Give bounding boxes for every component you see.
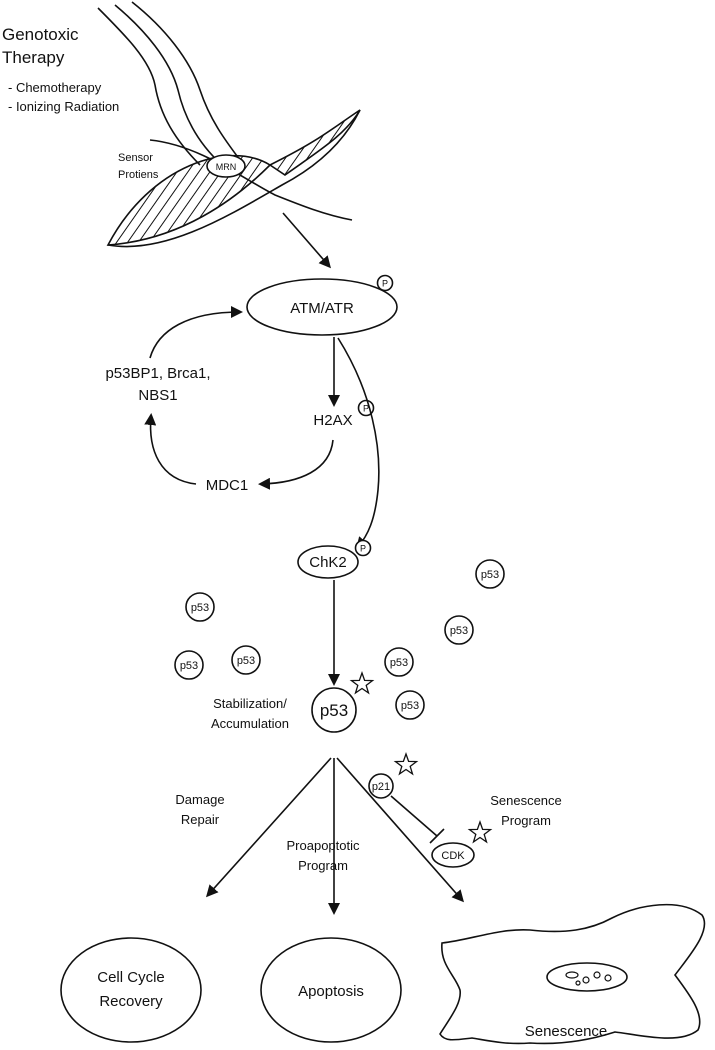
mrn-label: MRN xyxy=(216,162,237,172)
p53-molecule xyxy=(395,690,425,720)
therapy-title-line1: Genotoxic xyxy=(2,25,79,44)
stabilization-label-line1: Stabilization/ xyxy=(213,696,287,711)
h2ax-label: H2AX xyxy=(313,412,352,429)
p53bp1-label-line1: p53BP1, Brca1, xyxy=(105,365,210,382)
cdk-star-icon xyxy=(467,820,493,844)
p53-activation-star-icon xyxy=(349,671,375,695)
mrn-node xyxy=(206,154,246,178)
arrow-p53-to-senescence xyxy=(336,757,464,903)
p53-molecule-label: p53 xyxy=(401,700,419,712)
damage-repair-label-line1: Damage xyxy=(175,792,224,807)
stabilization-label-line2: Accumulation xyxy=(211,716,289,731)
senescence-program-label-line1: Senescence xyxy=(490,793,562,808)
chk2-label: ChK2 xyxy=(309,554,347,571)
nucleolus xyxy=(582,976,590,984)
atm-phospho-badge xyxy=(376,274,394,292)
proapoptotic-label-line1: Proapoptotic xyxy=(287,838,360,853)
apoptosis-label: Apoptosis xyxy=(298,983,364,1000)
arrow-p53bp1-to-atm xyxy=(149,306,243,359)
p21-star-icon xyxy=(393,752,419,776)
therapy-item-chemotherapy: - Chemotherapy xyxy=(8,80,102,95)
dna-helix xyxy=(106,109,361,248)
radiation-waves xyxy=(97,1,241,166)
p21-label: p21 xyxy=(372,781,390,793)
nucleolus xyxy=(575,980,581,986)
nucleolus xyxy=(593,971,601,979)
p53-molecule-label: p53 xyxy=(390,657,408,669)
arrow-h2ax-to-mdc1 xyxy=(258,439,334,490)
sensor-label-line2: Protiens xyxy=(118,169,159,181)
arrow-mdc1-to-p53bp1 xyxy=(144,413,197,485)
chk2-phospho-label: P xyxy=(360,544,366,554)
p53-molecule-label: p53 xyxy=(180,660,198,672)
arrow-p53-to-cell-cycle-recovery xyxy=(205,757,332,898)
proapoptotic-label-line2: Program xyxy=(298,858,348,873)
atm-atr-label: ATM/ATR xyxy=(290,300,354,317)
cell-cycle-recovery-label-line2: Recovery xyxy=(99,993,163,1010)
sensor-label-line1: Sensor xyxy=(118,152,153,164)
genotoxic-therapy-label: Genotoxic Therapy - Chemotherapy - Ioniz… xyxy=(2,25,119,114)
p53-molecule-label: p53 xyxy=(450,625,468,637)
apoptosis-node xyxy=(260,937,402,1043)
senescent-cell: Senescence xyxy=(439,903,706,1045)
chk2-node xyxy=(297,545,359,579)
cell-cycle-recovery-node xyxy=(60,937,202,1043)
arrow-dna-to-atm xyxy=(282,212,331,269)
p53bp1-label-line2: NBS1 xyxy=(138,387,177,404)
atm-atr-node xyxy=(246,278,398,336)
therapy-title-line2: Therapy xyxy=(2,48,65,67)
p53-molecule xyxy=(185,592,215,622)
cdk-label: CDK xyxy=(441,850,465,862)
p53-molecule xyxy=(231,645,261,675)
p53-central-node xyxy=(311,687,357,733)
p53-molecule-label: p53 xyxy=(191,602,209,614)
inhibition-bar xyxy=(429,828,445,844)
senescence-label: Senescence xyxy=(525,1023,608,1040)
p53-molecule xyxy=(174,650,204,680)
therapy-item-radiation: - Ionizing Radiation xyxy=(8,99,119,114)
damage-repair-label-line2: Repair xyxy=(181,812,220,827)
p53-molecule xyxy=(475,559,505,589)
p53-central-label: p53 xyxy=(320,701,348,720)
p53-molecule xyxy=(384,647,414,677)
atm-phospho-label: P xyxy=(382,279,388,289)
cell-cycle-recovery-label-line1: Cell Cycle xyxy=(97,969,165,986)
p21-node xyxy=(368,773,394,799)
p53-molecule-label: p53 xyxy=(237,655,255,667)
p53-pool: p53 p53 p53 p53 p53 p53 p53 xyxy=(174,559,505,720)
p21-inhibits-cdk xyxy=(390,795,438,837)
arrow-atm-to-chk2 xyxy=(337,337,380,550)
p53-molecule xyxy=(444,615,474,645)
chk2-phospho-badge xyxy=(354,539,372,557)
nucleolus xyxy=(565,971,579,979)
p53-molecule-label: p53 xyxy=(481,569,499,581)
senescence-program-label-line2: Program xyxy=(501,813,551,828)
cdk-node xyxy=(431,842,475,868)
mdc1-label: MDC1 xyxy=(206,477,249,494)
h2ax-phospho-label: P xyxy=(363,404,369,414)
nucleolus xyxy=(604,974,612,982)
